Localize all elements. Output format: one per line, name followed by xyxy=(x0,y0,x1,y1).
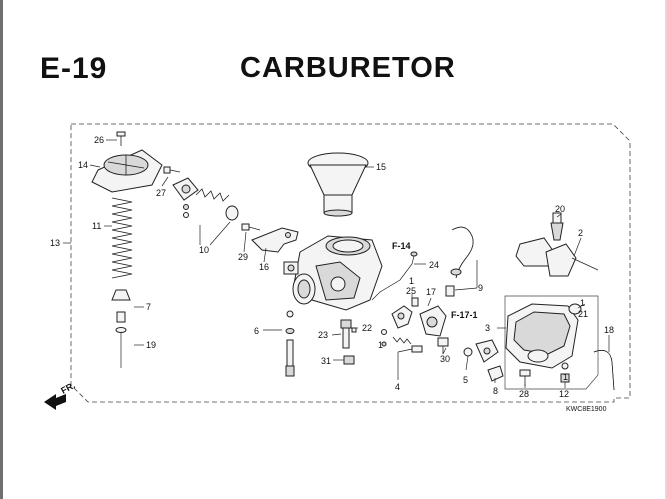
callout-18: 18 xyxy=(604,325,614,335)
callout-31: 31 xyxy=(321,356,331,366)
part-intake-funnel xyxy=(307,152,369,217)
page-title: CARBURETOR xyxy=(240,52,456,84)
part-drain-screw xyxy=(437,337,449,354)
callout-2: 2 xyxy=(578,228,583,238)
part-choke-valve-set xyxy=(391,297,447,337)
part-screw-28 xyxy=(519,369,531,386)
callout-1-chamber: 1 xyxy=(580,298,585,308)
subframe-float-chamber xyxy=(504,295,599,390)
part-enrichener-set xyxy=(172,177,239,221)
callout-5: 5 xyxy=(463,375,468,385)
callout-24: 24 xyxy=(429,260,439,270)
part-slow-jet-set xyxy=(285,310,295,377)
callout-labels: 26 14 15 27 11 10 13 29 16 24 20 2 7 19 … xyxy=(50,135,614,399)
callout-16: 16 xyxy=(259,262,269,272)
part-throttle-stop-rod xyxy=(371,251,418,301)
part-main-jet-set xyxy=(340,319,357,365)
page-edge-right xyxy=(665,0,667,499)
callout-29: 29 xyxy=(238,252,248,262)
callout-17: 17 xyxy=(426,287,436,297)
callout-22: 22 xyxy=(362,323,372,333)
page-edge-left xyxy=(0,0,3,499)
part-screw-26 xyxy=(116,131,126,146)
callout-11: 11 xyxy=(92,221,101,231)
part-chamber-gasket xyxy=(568,303,582,315)
callout-26: 26 xyxy=(94,135,104,145)
ref-f14: F-14 xyxy=(392,241,411,251)
callout-25: 25 xyxy=(406,286,416,296)
diagram-frame xyxy=(70,123,631,403)
callout-1-left: 1 xyxy=(378,340,383,350)
callout-10: 10 xyxy=(199,245,209,255)
callout-20: 20 xyxy=(555,204,565,214)
part-throttle-spring xyxy=(111,197,133,279)
callout-15: 15 xyxy=(376,162,386,172)
part-drain-tube xyxy=(593,350,615,391)
part-screw-29 xyxy=(241,223,261,231)
callout-1-lower: 1 xyxy=(563,372,568,382)
callout-27: 27 xyxy=(156,188,166,198)
callout-3: 3 xyxy=(485,323,490,333)
callout-23: 23 xyxy=(318,330,328,340)
callout-19: 19 xyxy=(146,340,156,350)
callout-13: 13 xyxy=(50,238,60,248)
callout-6: 6 xyxy=(254,326,259,336)
callout-7: 7 xyxy=(146,302,151,312)
callout-30: 30 xyxy=(440,354,450,364)
ref-f17-1: F-17-1 xyxy=(451,310,478,320)
callout-8: 8 xyxy=(493,386,498,396)
callout-9: 9 xyxy=(478,283,483,293)
leader-lines xyxy=(63,139,610,388)
part-screw-27 xyxy=(163,166,181,174)
part-top-cap xyxy=(91,149,163,193)
callout-21: 21 xyxy=(578,309,588,319)
part-float xyxy=(515,212,599,277)
part-fuel-hose-nipple xyxy=(445,226,474,297)
direction-marker-front: FR. xyxy=(44,380,77,410)
direction-marker-label: FR. xyxy=(59,380,76,396)
part-needle-retainer xyxy=(111,289,131,333)
callout-28: 28 xyxy=(519,389,529,399)
part-float-valve xyxy=(463,339,499,363)
callout-4: 4 xyxy=(395,382,400,392)
callout-12: 12 xyxy=(559,389,569,399)
diagram-code: KWC8E1900 xyxy=(566,406,607,413)
callout-14: 14 xyxy=(78,160,88,170)
section-code: E-19 xyxy=(40,52,108,85)
part-cable-bracket xyxy=(251,227,299,253)
callout-1-upper: 1 xyxy=(409,276,414,286)
part-float-chamber xyxy=(505,303,579,369)
part-float-pin-clip xyxy=(487,365,504,382)
part-pilot-screw-set xyxy=(381,329,423,353)
part-carburetor-body xyxy=(283,235,383,311)
